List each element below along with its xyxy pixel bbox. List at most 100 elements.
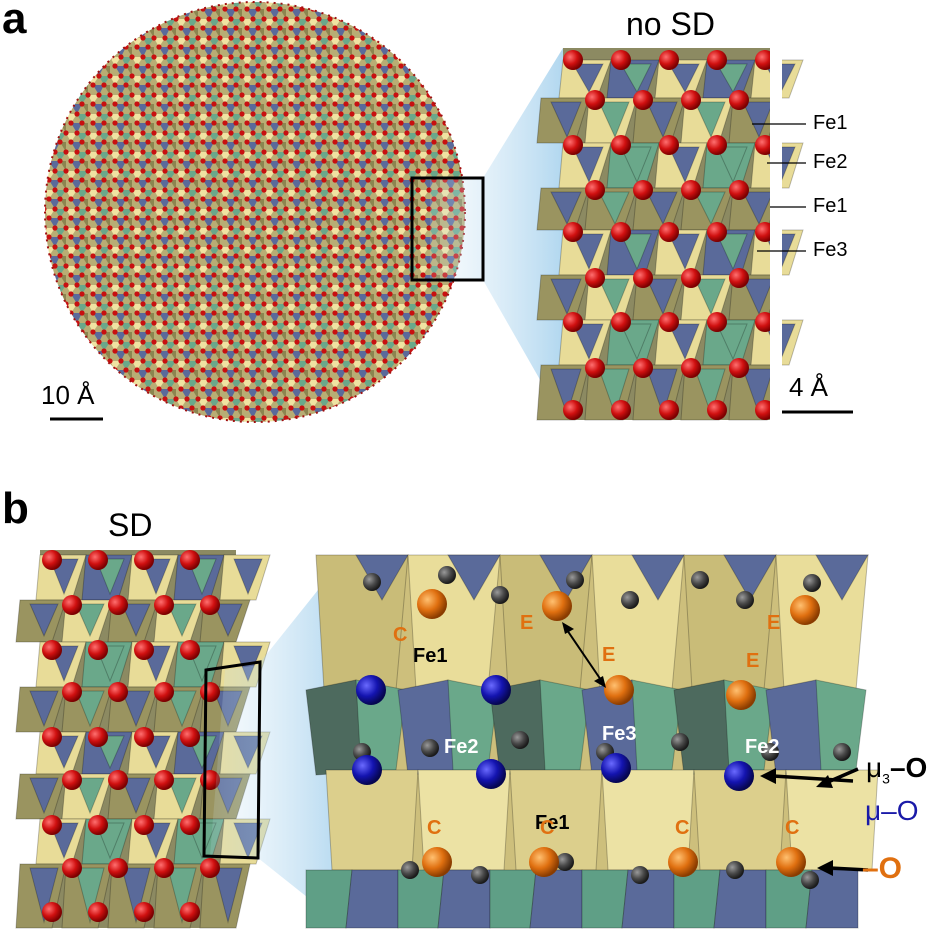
- oxygen-atom: [681, 90, 701, 110]
- polyhedron-face: [646, 368, 678, 416]
- oxygen-atom: [633, 180, 653, 200]
- oxygen-atom: [585, 90, 605, 110]
- oxygen-atom: [42, 815, 62, 835]
- polyhedron-face: [29, 603, 59, 638]
- panel-a-title: no SD: [626, 6, 715, 42]
- oxygen-atom: [563, 50, 583, 70]
- oxygen-atom: [154, 595, 174, 615]
- oxygen-atom: [42, 640, 62, 660]
- polyhedron-face: [694, 191, 726, 226]
- polyhedron-face: [397, 869, 445, 929]
- polyhedron-face: [29, 777, 59, 815]
- mu3-oxygen-atom: [671, 733, 689, 751]
- oxygen-atom: [729, 358, 749, 378]
- mu-oxygen-atom: [601, 753, 631, 783]
- mu3-oxygen-atom: [556, 853, 574, 871]
- zoom-box-a: [410, 176, 485, 282]
- panel-a-letter: a: [2, 0, 27, 43]
- terminal-oxygen-atom: [417, 589, 447, 619]
- oxygen-atom: [585, 268, 605, 288]
- oxygen-atom: [200, 682, 220, 702]
- polyhedron-face: [668, 233, 700, 271]
- oxygen-atom: [108, 770, 128, 790]
- label-fe2: Fe2: [813, 151, 848, 173]
- oxygen-atom: [180, 815, 200, 835]
- mu3-oxygen-atom: [631, 866, 649, 884]
- panel-b-letter: b: [2, 484, 29, 533]
- oxygen-atom: [611, 135, 631, 155]
- polyhedron-face: [29, 690, 59, 728]
- oxygen-atom: [154, 770, 174, 790]
- polyhedron-face: [305, 869, 353, 929]
- polyhedron-face: [121, 777, 151, 815]
- polyhedron-face: [668, 323, 700, 361]
- polyhedron-face: [75, 777, 105, 815]
- fe3-label: Fe3: [602, 723, 637, 745]
- crystal-zoom-a: [536, 40, 804, 425]
- oxygen-atom: [659, 400, 679, 420]
- zoom-beam-a: [430, 48, 563, 420]
- oxygen-atom: [707, 312, 727, 332]
- oxygen-atom: [42, 727, 62, 747]
- oxygen-atom: [611, 400, 631, 420]
- oxygen-atom: [88, 815, 108, 835]
- oxygen-atom: [563, 222, 583, 242]
- oxygen-atom: [108, 595, 128, 615]
- fe2-left-label: Fe2: [444, 736, 479, 758]
- oxygen-atom: [611, 50, 631, 70]
- fe2-right-label: Fe2: [745, 736, 780, 758]
- mu3-oxygen-atom: [438, 566, 456, 584]
- oxygen-atom: [134, 727, 154, 747]
- mu3-oxygen-atom: [726, 861, 744, 879]
- polyhedron-face: [121, 690, 151, 728]
- mu3-oxygen-atom: [566, 571, 584, 589]
- oxygen-atom: [200, 595, 220, 615]
- polyhedron-face: [694, 368, 726, 416]
- mu3-oxygen-atom: [363, 573, 381, 591]
- polyhedron-face: [572, 323, 604, 361]
- polyhedron-face: [785, 769, 879, 871]
- oxygen-atom: [563, 135, 583, 155]
- crystal-edge-mask: [770, 40, 782, 425]
- oxygen-atom: [134, 640, 154, 660]
- oxygen-atom: [681, 268, 701, 288]
- site-c-bottom-1: C: [427, 817, 442, 839]
- polyhedron-face: [529, 869, 583, 929]
- oxygen-atom: [88, 902, 108, 922]
- terminal-oxygen-atom: [422, 847, 452, 877]
- polyhedron-face: [213, 603, 243, 638]
- polyhedron-face: [716, 63, 748, 94]
- oxygen-atom: [707, 400, 727, 420]
- oxygen-atom: [707, 222, 727, 242]
- label-fe1-top: Fe1: [813, 112, 848, 134]
- oxygen-atom: [707, 135, 727, 155]
- site-e-top-3: E: [767, 612, 781, 634]
- oxygen-atom: [154, 682, 174, 702]
- polyhedron-face: [75, 690, 105, 728]
- polyhedron-face: [121, 603, 151, 638]
- scale-label-right: 4 Å: [789, 372, 829, 402]
- oxygen-atom: [633, 268, 653, 288]
- polyhedron-face: [694, 101, 726, 139]
- legend-terminal-o: –O: [862, 852, 903, 885]
- site-e-top-1: E: [520, 612, 534, 634]
- oxygen-atom: [729, 180, 749, 200]
- site-c-top: C: [393, 624, 408, 646]
- polyhedron-face: [345, 869, 399, 929]
- polyhedron-face: [550, 368, 582, 416]
- polyhedron-face: [620, 233, 652, 271]
- polyhedron-face: [572, 63, 604, 94]
- polyhedron-face: [673, 869, 721, 929]
- oxygen-atom: [88, 727, 108, 747]
- mu-oxygen-atom: [724, 761, 754, 791]
- polyhedron-face: [620, 146, 652, 184]
- site-c-bottom-4: C: [785, 817, 800, 839]
- oxygen-atom: [62, 770, 82, 790]
- terminal-oxygen-atom: [790, 595, 820, 625]
- polyhedron-face: [572, 146, 604, 184]
- polyhedron-face: [572, 233, 604, 271]
- polyhedron-face: [646, 278, 678, 316]
- oxygen-atom: [42, 550, 62, 570]
- polyhedron-face: [213, 867, 243, 924]
